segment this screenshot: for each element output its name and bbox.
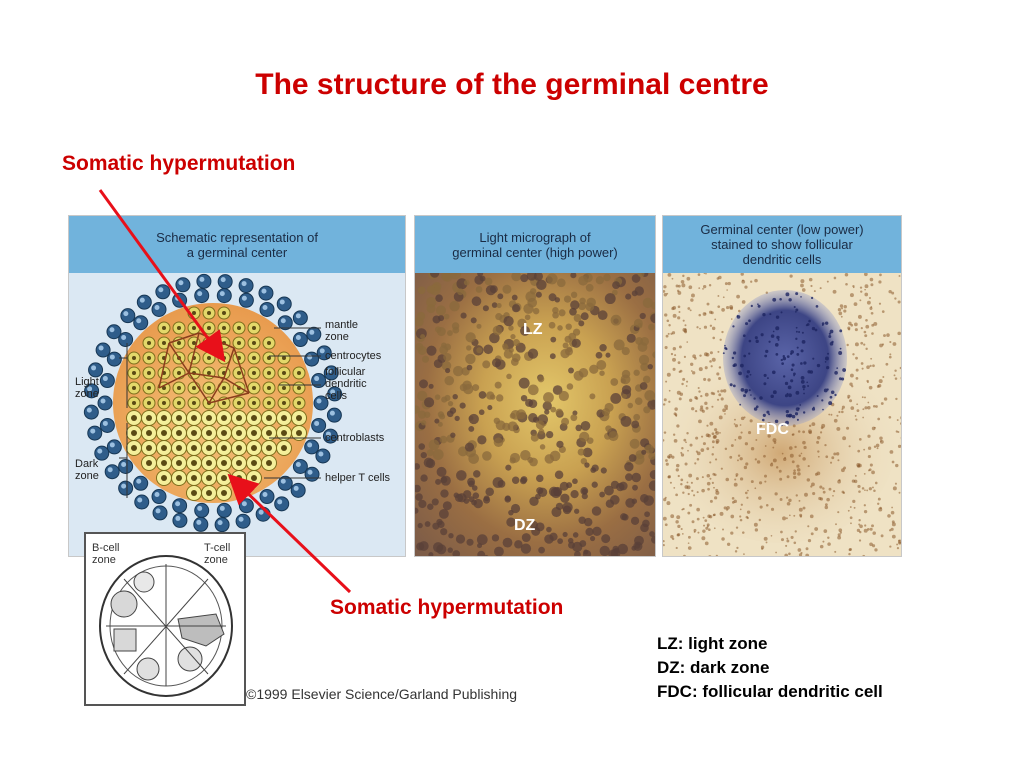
label-helper-t-cells: helper T cells [325, 472, 391, 484]
fdc-stain-panel-header: Germinal center (low power) stained to s… [663, 216, 901, 273]
micrograph-panel-header: Light micrograph of germinal center (hig… [415, 216, 655, 273]
label-centrocytes: centrocytes [325, 350, 382, 362]
t-cell-zone-label: T-cell zone [204, 542, 231, 566]
schematic-panel-header: Schematic representation of a germinal c… [69, 216, 405, 273]
fdc-stain-panel: Germinal center (low power) stained to s… [662, 215, 902, 557]
copyright-notice: ©1999 Elsevier Science/Garland Publishin… [246, 686, 518, 702]
fdc-stain-texture [663, 273, 901, 556]
dz-label: DZ [514, 517, 536, 534]
schematic-panel: Schematic representation of a germinal c… [68, 215, 406, 557]
micrograph-panel: Light micrograph of germinal center (hig… [414, 215, 656, 557]
label-mantle-zone: mantle zone [325, 319, 359, 343]
label-centroblasts: centroblasts [325, 432, 385, 444]
b-cell-zone-label: B-cell zone [92, 542, 120, 566]
lymph-node-inset: B-cell zone T-cell zone [84, 532, 246, 706]
somatic-hypermutation-label-bottom: Somatic hypermutation [330, 596, 564, 619]
page-title: The structure of the germinal centre [255, 68, 769, 101]
fdc-label: FDC [756, 421, 789, 438]
abbreviation-legend: LZ: light zone DZ: dark zone FDC: follic… [657, 632, 883, 704]
schematic-leader-lines [119, 327, 321, 498]
schematic-body: mantle zone centrocytes follicular dendr… [69, 273, 405, 556]
label-light-zone: Light zone [75, 376, 99, 400]
legend-item-lz: LZ: light zone [657, 634, 768, 653]
lz-label: LZ [523, 321, 543, 338]
legend-item-fdc: FDC: follicular dendritic cell [657, 682, 883, 701]
label-dark-zone: Dark zone [75, 458, 99, 482]
fdc-stain-image: FDC [663, 273, 901, 556]
germinal-center-schematic [83, 273, 343, 533]
somatic-hypermutation-label-top: Somatic hypermutation [62, 152, 296, 175]
label-follicular-dendritic-cells: follicular dendritic cells [325, 366, 367, 402]
micrograph-cells [415, 273, 655, 556]
legend-item-dz: DZ: dark zone [657, 658, 770, 677]
micrograph-image: LZ DZ [415, 273, 655, 556]
lymph-node-diagram [99, 555, 233, 697]
